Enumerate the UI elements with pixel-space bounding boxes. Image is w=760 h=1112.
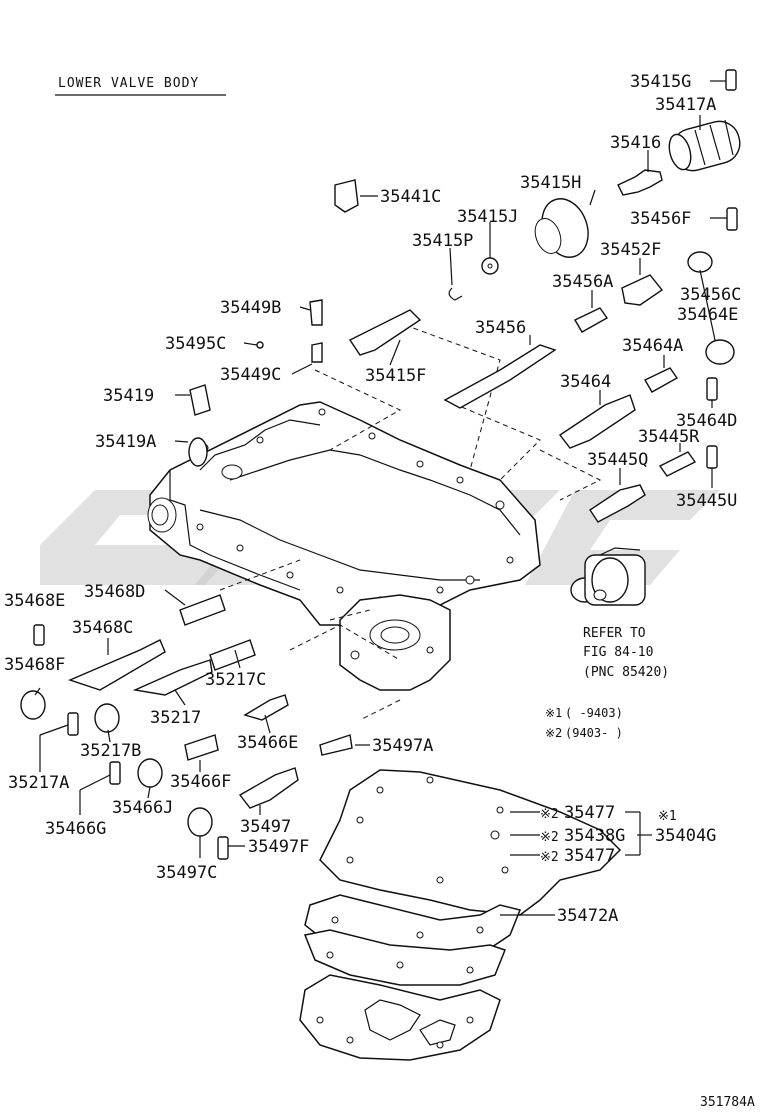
- separator-plates: [299, 769, 622, 1061]
- label-35477-a: 35477: [564, 803, 615, 823]
- refer-note: REFER TO FIG 84-10 (PNC 85420): [583, 626, 669, 680]
- label-35456C: 35456C: [680, 285, 741, 305]
- part-number-labels: 35415G 35417A 35416 35441C 35415H 35415J…: [4, 72, 741, 926]
- label-35495C: 35495C: [165, 334, 226, 354]
- label-35419A: 35419A: [95, 432, 156, 452]
- marker-2-a: ※2: [540, 807, 559, 822]
- label-35456A: 35456A: [552, 272, 613, 292]
- label-35472A: 35472A: [557, 906, 618, 926]
- label-35468E: 35468E: [4, 591, 65, 611]
- label-35449B: 35449B: [220, 298, 281, 318]
- label-35217: 35217: [150, 708, 201, 728]
- label-35404G: 35404G: [655, 826, 716, 846]
- label-35456F: 35456F: [630, 209, 691, 229]
- label-35497: 35497: [240, 817, 291, 837]
- note-1-mark: ※1: [545, 706, 562, 720]
- note-1-text: ( -9403): [565, 706, 623, 720]
- label-35464: 35464: [560, 372, 611, 392]
- label-35477-b: 35477: [564, 846, 615, 866]
- label-35464D: 35464D: [676, 411, 737, 431]
- valve-spools: [20, 179, 636, 860]
- label-35441C: 35441C: [380, 187, 441, 207]
- label-35415H: 35415H: [520, 173, 581, 193]
- label-35497C: 35497C: [156, 863, 217, 883]
- label-35217A: 35217A: [8, 773, 69, 793]
- label-35497A: 35497A: [372, 736, 433, 756]
- date-range-notes: ※1 ( -9403) ※2 (9403- ): [545, 706, 623, 740]
- assembly-guide-lines: [219, 324, 602, 721]
- parts-top-right: [448, 69, 741, 523]
- label-35415G: 35415G: [630, 72, 691, 92]
- solenoid-icon: [570, 547, 646, 606]
- refer-line-3: (PNC 85420): [583, 665, 669, 680]
- leader-lines: [34, 80, 727, 916]
- label-35415F: 35415F: [365, 366, 426, 386]
- label-35466G: 35466G: [45, 819, 106, 839]
- label-35438G: 35438G: [564, 826, 625, 846]
- label-35468D: 35468D: [84, 582, 145, 602]
- marker-2-b: ※2: [540, 830, 559, 845]
- image-code: 351784A: [700, 1095, 755, 1110]
- label-35416: 35416: [610, 133, 661, 153]
- refer-line-2: FIG 84-10: [583, 645, 653, 660]
- refer-line-1: REFER TO: [583, 626, 646, 641]
- lower-valve-body-casting: [147, 401, 541, 691]
- note-2-mark: ※2: [545, 726, 562, 740]
- label-35415J: 35415J: [457, 207, 518, 227]
- label-35217C: 35217C: [205, 670, 266, 690]
- label-35445U: 35445U: [676, 491, 737, 511]
- label-35445Q: 35445Q: [587, 450, 648, 470]
- label-35217B: 35217B: [80, 741, 141, 761]
- variant-markers: ※2 ※2 ※2 ※1: [540, 807, 677, 865]
- label-35419: 35419: [103, 386, 154, 406]
- label-35445R: 35445R: [638, 427, 700, 447]
- label-35417A: 35417A: [655, 95, 716, 115]
- label-35466F: 35466F: [170, 772, 231, 792]
- diagram-title: LOWER VALVE BODY: [58, 76, 199, 91]
- label-35466J: 35466J: [112, 798, 173, 818]
- marker-1-group: ※1: [658, 809, 677, 824]
- label-35497F: 35497F: [248, 837, 309, 857]
- note-2-text: (9403- ): [565, 726, 623, 740]
- label-35468F: 35468F: [4, 655, 65, 675]
- label-35468C: 35468C: [72, 618, 133, 638]
- label-35456: 35456: [475, 318, 526, 338]
- label-35449C: 35449C: [220, 365, 281, 385]
- label-35464A: 35464A: [622, 336, 683, 356]
- marker-2-c: ※2: [540, 850, 559, 865]
- label-35415P: 35415P: [412, 231, 473, 251]
- label-35464E: 35464E: [677, 305, 738, 325]
- label-35452F: 35452F: [600, 240, 661, 260]
- label-35466E: 35466E: [237, 733, 298, 753]
